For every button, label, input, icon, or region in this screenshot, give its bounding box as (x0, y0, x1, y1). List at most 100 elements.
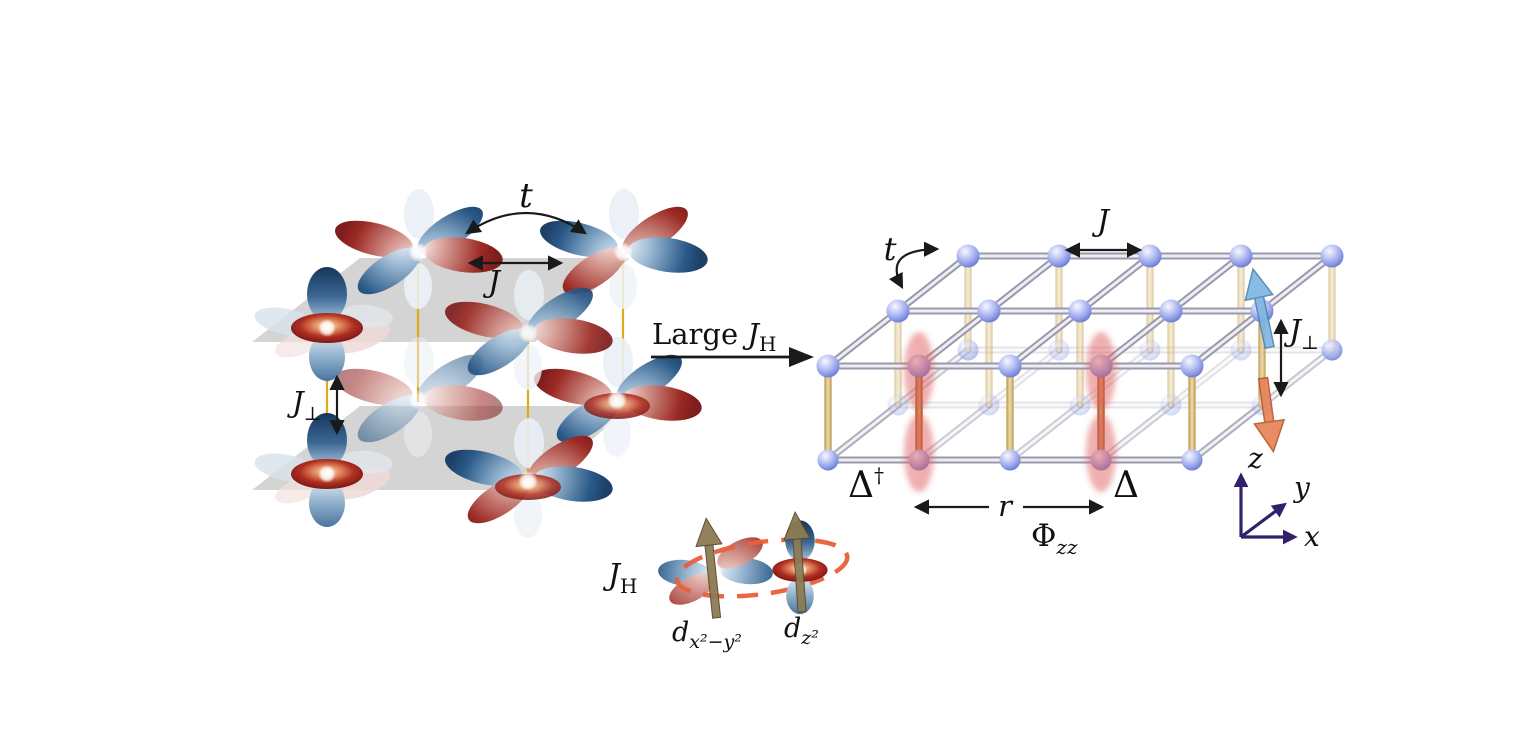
bond-top-y (1076, 252, 1154, 315)
lattice-sphere-bottom (999, 449, 1021, 471)
lattice-sphere-bottom (1321, 339, 1343, 361)
bond-bottom-y (1258, 346, 1336, 409)
bond-top-y (1006, 307, 1084, 370)
rod-sheen (1008, 309, 1082, 368)
hopping-label: t (519, 176, 533, 216)
lattice-sphere-bottom (1048, 339, 1070, 361)
orbital-lobe (357, 395, 421, 443)
orbital-dx2y2-site (539, 189, 708, 309)
exchange-label: J (1091, 204, 1111, 239)
orbital-dx2y2-site (334, 337, 503, 457)
lattice-sphere-bottom (957, 339, 979, 361)
orbital-lobe (603, 337, 633, 387)
bond-bottom-y (824, 401, 902, 464)
bond-bottom-y (1188, 401, 1266, 464)
lattice-sphere-top (816, 354, 840, 378)
pair-annihilation-label: Δ (1113, 465, 1139, 506)
lattice-sphere-top (1068, 299, 1092, 323)
orbital-lobe (404, 411, 432, 457)
rod-sheen (1008, 403, 1082, 462)
lattice-sphere-top (1047, 244, 1071, 268)
orbital-lobe (357, 247, 421, 295)
lattice-sphere-top (1138, 244, 1162, 268)
bond-bottom-y (1167, 346, 1245, 409)
rod-sheen (1190, 403, 1264, 462)
orbital-lobe (404, 189, 434, 239)
correlator-label: Φzz (1031, 518, 1078, 559)
lattice-sphere-bottom (1160, 394, 1182, 416)
rod-sheen (1190, 309, 1264, 368)
bond-top-y (1258, 252, 1336, 315)
orbital-dx2y2-site (444, 270, 613, 390)
lattice-sphere-top (1159, 299, 1183, 323)
lattice-sphere-bottom (1139, 339, 1161, 361)
rod-sheen (1260, 254, 1334, 313)
dz2-orbital-label: dz² (784, 613, 819, 649)
orbital-lobe (444, 449, 524, 487)
transition-arrow: Large JH (651, 317, 814, 367)
orbital-lobe (514, 270, 544, 320)
lattice-sphere-bottom (887, 394, 909, 416)
orbital-lobe (514, 492, 542, 538)
rod-sheen (1078, 254, 1152, 313)
rod-body (1167, 346, 1245, 409)
bond-bottom-y (985, 346, 1063, 409)
orbital-lobe (334, 220, 414, 258)
y-axis-label: y (1292, 471, 1311, 504)
rod-sheen (987, 348, 1061, 407)
spin-head (695, 517, 723, 548)
lattice-sphere-bottom (978, 394, 1000, 416)
orbital-center-glow (408, 242, 428, 262)
spin-up-head (1244, 267, 1275, 302)
lattice-sphere-top (1180, 354, 1204, 378)
y-axis-arrow (1240, 502, 1287, 539)
hopping-arc-arrow (899, 241, 940, 260)
orbital-center-glow (408, 390, 428, 410)
pair-highlights (904, 332, 1116, 492)
rod-sheen (1169, 254, 1243, 313)
pair-highlight-blob (1086, 332, 1116, 410)
spin-up-arrow-icon (1244, 267, 1275, 350)
hund-coupling-ellipse-icon (674, 537, 850, 599)
orbital-lobe (628, 237, 708, 273)
top-layer-orbitals (254, 189, 708, 390)
orbital-lobe (334, 368, 414, 406)
lattice-sphere-bottom (1230, 339, 1252, 361)
bond-top-y (824, 307, 902, 370)
distance-label: r (998, 489, 1014, 523)
orbital-lobe (331, 466, 391, 500)
bond-top-y (985, 252, 1063, 315)
orbital-center-glow (518, 471, 538, 491)
orbital-dz2-site (254, 267, 393, 381)
bond-top-y (1167, 252, 1245, 315)
inset-spin-arrow-icon (695, 517, 723, 619)
bond-bottom-y (1006, 401, 1084, 464)
coordinate-axes: z y x (1233, 442, 1320, 553)
orbital-lobe (423, 385, 503, 421)
rod-sheen (826, 309, 900, 368)
orbital-center-glow (613, 242, 633, 262)
orbital-lobe (514, 344, 542, 390)
orbital-lobe (533, 368, 613, 406)
orbital-lobe (309, 333, 345, 381)
orbital-lobe (309, 479, 345, 527)
inset-spin-arrow-icon (783, 510, 811, 613)
lattice-sphere-bottom (817, 449, 839, 471)
bond-top-y (894, 252, 972, 315)
orbital-center-glow (318, 465, 336, 483)
pair-creation-label: Δ† (848, 463, 884, 506)
rod-sheen (896, 254, 970, 313)
orbital-lobe (562, 247, 626, 295)
orbital-lobe (404, 263, 432, 309)
orbital-center-glow (318, 319, 336, 337)
rod-sheen (1260, 348, 1334, 407)
large-jh-label: Large JH (652, 317, 776, 356)
orbital-lobe (307, 267, 347, 321)
spin-down-arrow-icon (1253, 376, 1286, 454)
orbital-lobe (514, 418, 544, 468)
hund-coupling-label: JH (602, 558, 637, 598)
hopping-label: t (884, 230, 897, 268)
orbital-lobe (533, 318, 613, 354)
